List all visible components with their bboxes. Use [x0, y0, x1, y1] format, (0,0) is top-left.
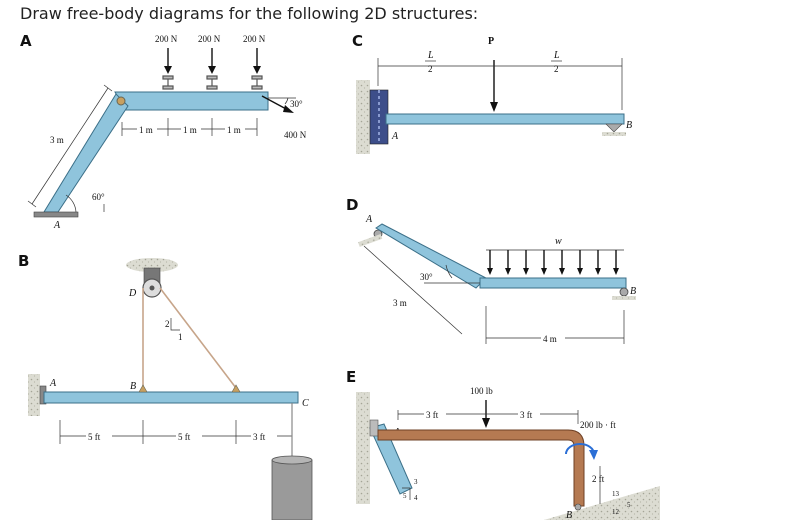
slope-a-3: 3 [414, 478, 418, 486]
spacing-3-label: 1 m [227, 125, 241, 135]
pipe-frame [377, 429, 585, 507]
slope-a-5: 5 [403, 492, 407, 500]
point-c-label: C [302, 398, 309, 409]
load-200n-3-label: 200 N [243, 34, 266, 44]
beam-c [385, 113, 625, 125]
angle-d-label: 30° [420, 272, 433, 282]
wall-a [28, 374, 40, 416]
panel-e-label: E [346, 368, 356, 386]
cable-slope-triangle [170, 318, 180, 331]
inclined-angle-label: 30° [290, 99, 303, 109]
half-2-den: 2 [554, 64, 559, 74]
half-span-dimensions [377, 58, 623, 110]
slope-b-12: 12 [612, 508, 620, 516]
roller-b [605, 123, 623, 133]
page-heading: Draw free-body diagrams for the followin… [20, 4, 479, 23]
hanging-weight [271, 459, 313, 520]
spacing-2-label: 1 m [183, 125, 197, 135]
point-a-c-label: A [391, 131, 399, 142]
panel-d-label: D [346, 196, 358, 214]
hangers [162, 75, 263, 90]
panel-c: C A B P L 2 L 2 [352, 32, 632, 154]
length-d-label: 3 m [393, 298, 407, 308]
dist-load-label: w [555, 236, 562, 247]
base-angle-label: 60° [92, 192, 105, 202]
span-e-1-label: 3 ft [426, 410, 439, 420]
horizontal-beam-d [479, 277, 627, 289]
panel-e: E A B 100 lb 3 ft 3 ft 200 lb · ft 2 ft [346, 368, 660, 520]
load-p-label: P [488, 36, 494, 47]
length-dimension [31, 87, 109, 205]
point-b-d-label: B [630, 286, 636, 297]
panel-b-label: B [18, 252, 29, 270]
angle-arc-d [445, 264, 453, 279]
slope-a-triangle [402, 487, 411, 500]
span-e-2-label: 3 ft [520, 410, 533, 420]
height-e-label: 2 ft [592, 474, 605, 484]
base-angle-arc [65, 194, 77, 213]
ceiling [126, 258, 178, 272]
load-100lb-label: 100 lb [470, 386, 493, 396]
panel-d: D A B w 30° 3 m [346, 196, 636, 344]
distributed-load-arrows [487, 250, 619, 275]
horizontal-beam [114, 91, 269, 111]
point-a-label: A [49, 378, 57, 389]
length-dim-d [363, 245, 463, 335]
inclined-support [369, 423, 413, 495]
moment-label: 200 lb · ft [580, 420, 616, 430]
slope-b-5: 5 [627, 501, 631, 509]
panel-a-label: A [20, 32, 32, 50]
inclined-cable [159, 287, 237, 389]
span-d-label: 4 m [543, 334, 557, 344]
load-200n-1-label: 200 N [155, 34, 178, 44]
point-b-e-label: B [566, 510, 572, 520]
base-plate [33, 211, 79, 218]
half-2-num: L [553, 50, 560, 61]
load-200n-2-label: 200 N [198, 34, 221, 44]
span-2-label: 5 ft [178, 432, 191, 442]
slope-run-label: 1 [178, 332, 183, 342]
panel-a: A 200 N 200 N 200 N A 60° [20, 32, 307, 231]
point-d-label: D [128, 288, 137, 299]
inclined-ground [544, 486, 660, 520]
half-1-den: 2 [428, 64, 433, 74]
load-arrows [164, 48, 261, 74]
inclined-load-label: 400 N [284, 130, 307, 140]
wall-e [356, 392, 370, 504]
slope-rise-label: 2 [165, 319, 170, 329]
panel-c-label: C [352, 32, 363, 50]
span-3-label: 3 ft [253, 432, 266, 442]
wall-c [356, 80, 370, 154]
inclined-load-arrow [261, 95, 289, 111]
joint-pin [116, 96, 126, 106]
point-b-c-label: B [626, 120, 632, 131]
roller-b-d [619, 287, 629, 297]
beam-b [43, 391, 299, 404]
support-a-label: A [53, 220, 61, 231]
slope-a-4: 4 [414, 494, 418, 502]
slope-b-13: 13 [612, 490, 620, 498]
point-b-label: B [130, 381, 136, 392]
span-1-label: 5 ft [88, 432, 101, 442]
spacing-1-label: 1 m [139, 125, 153, 135]
point-a-d-label: A [365, 214, 373, 225]
half-1-num: L [427, 50, 434, 61]
inclined-member [43, 93, 129, 213]
panel-b: B D 2 1 A B C 5 ft [18, 252, 313, 520]
length-label: 3 m [50, 135, 64, 145]
